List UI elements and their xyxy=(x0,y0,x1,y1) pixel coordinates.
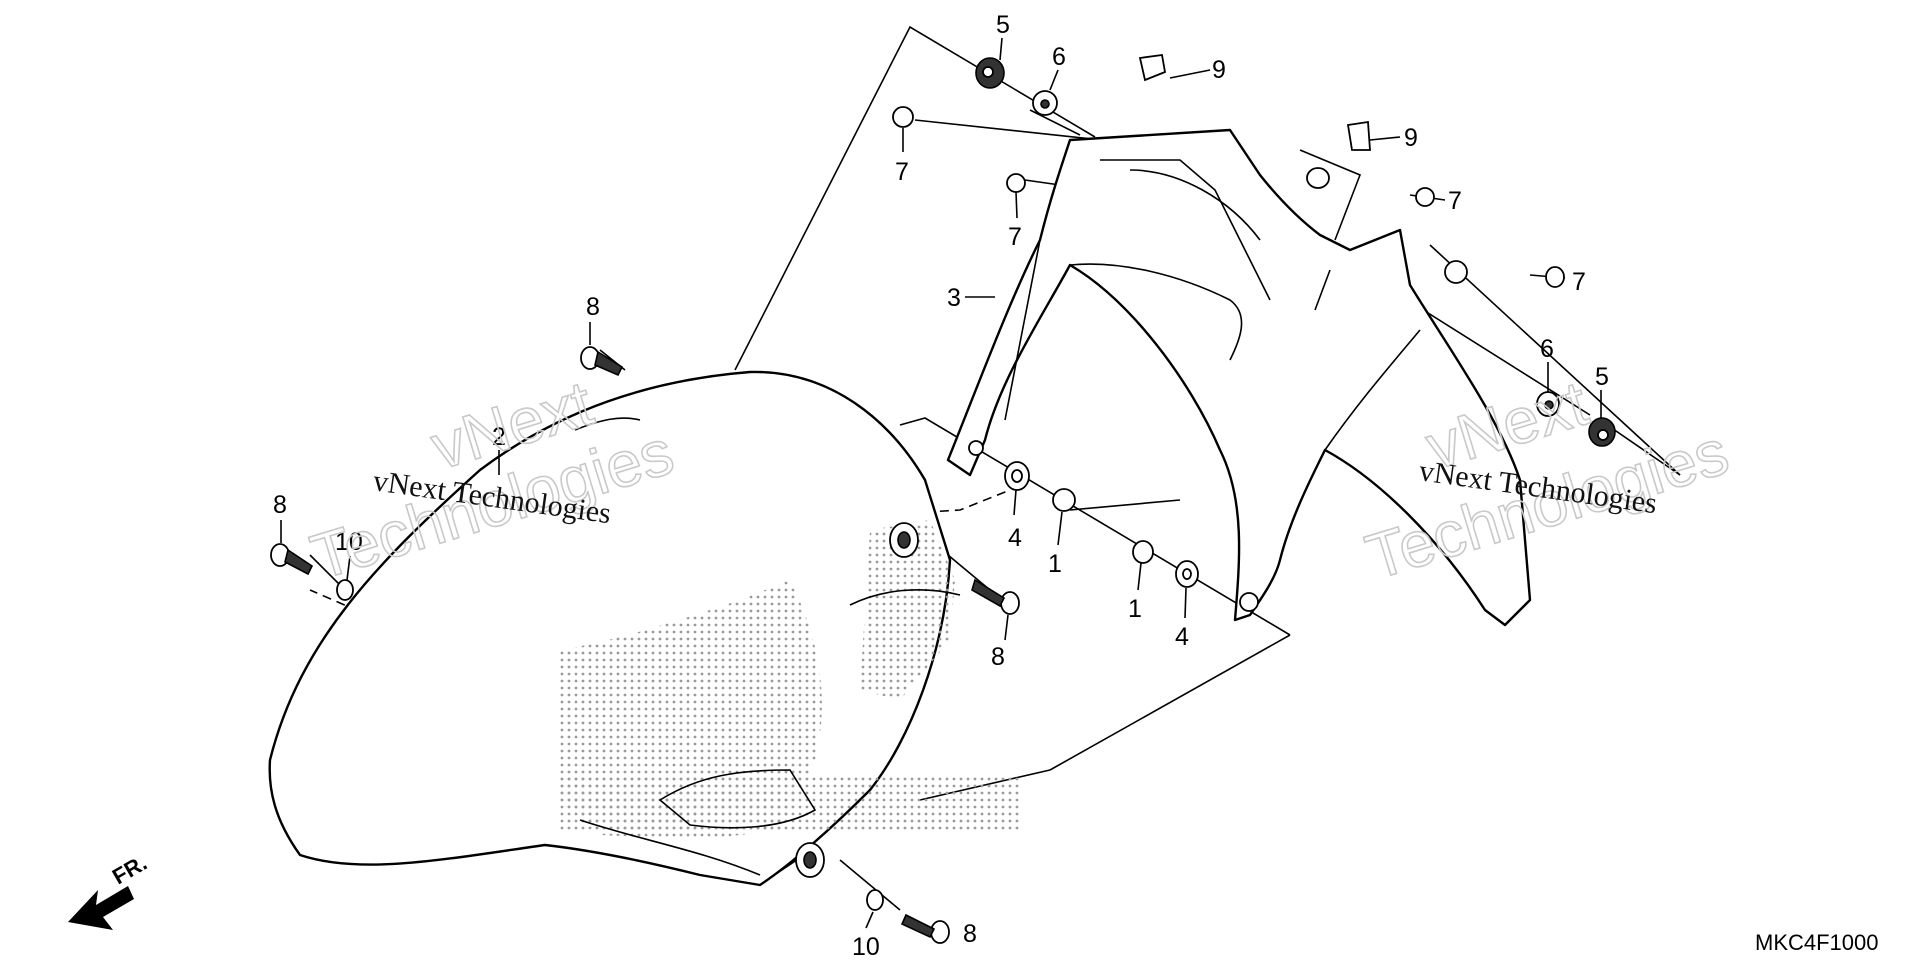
callout-7-d: 7 xyxy=(1572,268,1586,296)
callout-7-a: 7 xyxy=(895,158,909,186)
bolt-8-upper xyxy=(580,346,624,377)
bolt-8-bottom xyxy=(900,913,950,944)
callout-4-left: 4 xyxy=(1008,524,1022,552)
callout-3: 3 xyxy=(947,284,961,312)
clip-9-top xyxy=(1138,53,1167,82)
callout-8-upper: 8 xyxy=(586,293,600,321)
callout-7-c: 7 xyxy=(1448,187,1462,215)
diagram-code: MKC4F1000 xyxy=(1755,930,1879,955)
callout-numbers: 5 6 9 9 7 7 7 7 8 2 3 8 10 4 1 1 4 8 6 5… xyxy=(273,11,1609,960)
callout-2: 2 xyxy=(492,423,506,451)
washer-10-left xyxy=(336,579,354,601)
callout-9-top: 9 xyxy=(1212,56,1226,84)
callout-7-b: 7 xyxy=(1008,223,1022,251)
collar-1-left xyxy=(1052,488,1076,512)
collar-1-right xyxy=(1132,540,1154,564)
washer-10-bottom xyxy=(866,889,884,911)
callout-10-left: 10 xyxy=(335,528,363,556)
front-fender-part-2 xyxy=(268,370,1020,887)
callout-1-right: 1 xyxy=(1128,595,1142,623)
screw-7-b xyxy=(1006,173,1026,193)
callout-ticks xyxy=(280,37,1602,929)
callout-6-top: 6 xyxy=(1052,43,1066,71)
screw-7-d xyxy=(1545,266,1565,288)
screw-7-a xyxy=(892,106,914,128)
callout-4-right: 4 xyxy=(1175,623,1189,651)
callout-8-bottom: 8 xyxy=(963,920,977,948)
callout-9-right: 9 xyxy=(1404,124,1418,152)
front-arrow-icon: FR. xyxy=(68,850,151,930)
clip-9-right xyxy=(1346,120,1371,151)
bolt-8-left xyxy=(270,543,314,576)
callout-10-bottom: 10 xyxy=(852,933,880,960)
inner-fender-part-3 xyxy=(946,128,1532,627)
callout-5-right: 5 xyxy=(1595,363,1609,391)
callout-6-right: 6 xyxy=(1540,335,1554,363)
callout-8-left: 8 xyxy=(273,491,287,519)
callout-8-middle: 8 xyxy=(991,643,1005,671)
callout-5-top: 5 xyxy=(996,11,1010,39)
callout-1-left: 1 xyxy=(1048,550,1062,578)
hardware xyxy=(270,53,1616,944)
screw-7-c xyxy=(1415,187,1435,207)
bolt-8-middle xyxy=(971,578,1020,615)
front-label: FR. xyxy=(108,850,151,889)
